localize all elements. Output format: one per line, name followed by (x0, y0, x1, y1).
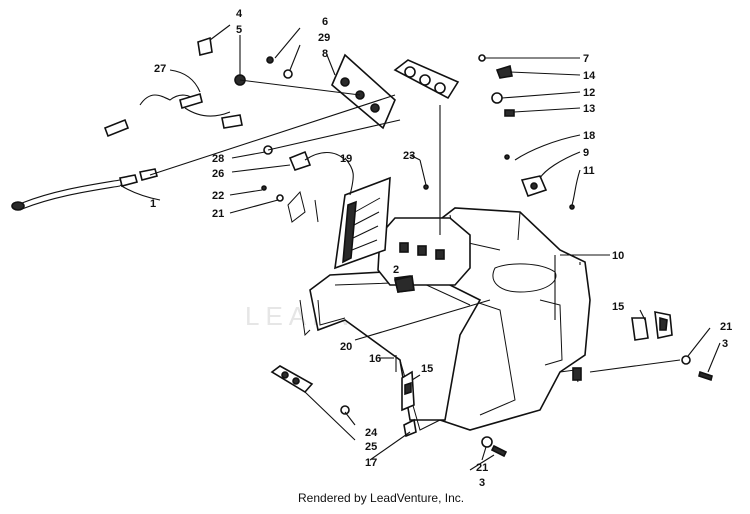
callout-3-right: 3 (722, 338, 728, 350)
callout-13: 13 (583, 103, 595, 115)
callout-20: 20 (340, 341, 352, 353)
clip-13 (504, 109, 515, 117)
gasket-9-hole (530, 182, 538, 190)
cable-1 (11, 168, 158, 211)
callout-3-bottom: 3 (479, 477, 485, 489)
callout-5: 5 (236, 24, 242, 36)
callout-18: 18 (583, 130, 595, 142)
callout-16: 16 (369, 353, 381, 365)
callout-15-mid: 15 (421, 363, 433, 375)
screw-23-head (423, 184, 429, 190)
callout-21-bottom: 21 (476, 462, 488, 474)
screw-23 (419, 159, 427, 186)
screw-3 (698, 370, 713, 382)
callout-11: 11 (583, 165, 595, 177)
bracket-plate-edge (314, 199, 319, 223)
callout-6: 6 (322, 16, 328, 28)
callout-19: 19 (340, 153, 352, 165)
screw-22 (261, 185, 267, 191)
washer-7 (478, 54, 486, 62)
nut-12 (491, 92, 503, 104)
callout-29: 29 (318, 32, 330, 44)
harness-27-plug (179, 92, 203, 110)
harness-27-end (221, 114, 243, 129)
callout-28: 28 (212, 153, 224, 165)
callout-15-right: 15 (612, 301, 624, 313)
leader-lines (119, 24, 721, 471)
washer-29 (283, 69, 293, 79)
footer-credit: Rendered by LeadVenture, Inc. (298, 491, 464, 505)
switch-4 (197, 36, 213, 56)
callout-22: 22 (212, 190, 224, 202)
screw-3-bottom (490, 444, 508, 458)
callout-14: 14 (583, 70, 596, 82)
switch-14 (495, 64, 513, 79)
callout-26: 26 (212, 168, 224, 180)
mounting-plate-8 (331, 53, 396, 130)
washer-21-bottom (481, 436, 493, 448)
screw-11 (569, 204, 575, 210)
callout-23: 23 (403, 150, 415, 162)
screw-18 (504, 154, 510, 160)
callout-21-right: 21 (720, 321, 732, 333)
callout-8: 8 (322, 48, 328, 60)
callout-25: 25 (365, 441, 377, 453)
callout-17: 17 (365, 457, 377, 469)
callout-12: 12 (583, 87, 595, 99)
bracket-15-right (631, 311, 673, 341)
bracket-plate (287, 190, 306, 223)
callout-7: 7 (583, 53, 589, 65)
washer-21 (681, 355, 691, 365)
plug-2 (394, 275, 415, 293)
callout-27: 27 (154, 63, 166, 75)
washer-21-left (276, 194, 284, 202)
plate-bracket-top (393, 59, 460, 100)
switch-plate (270, 365, 350, 415)
harness-27-connector (103, 118, 130, 138)
callout-4: 4 (236, 8, 243, 20)
screw-6 (266, 56, 274, 64)
instrument-plate (377, 217, 471, 293)
callout-2: 2 (393, 264, 399, 276)
callout-labels: 4 5 6 29 8 27 7 14 12 13 18 9 11 28 26 1… (150, 8, 732, 489)
connector-26-wire (304, 151, 346, 161)
callout-10: 10 (612, 250, 624, 262)
callout-1: 1 (150, 198, 156, 210)
callout-9: 9 (583, 147, 589, 159)
connector-26 (288, 150, 312, 171)
harness-27-lead (184, 107, 231, 117)
bracket-17 (395, 355, 417, 438)
louvered-vent (334, 176, 391, 270)
callout-24: 24 (365, 427, 378, 439)
callout-21-left: 21 (212, 208, 224, 220)
